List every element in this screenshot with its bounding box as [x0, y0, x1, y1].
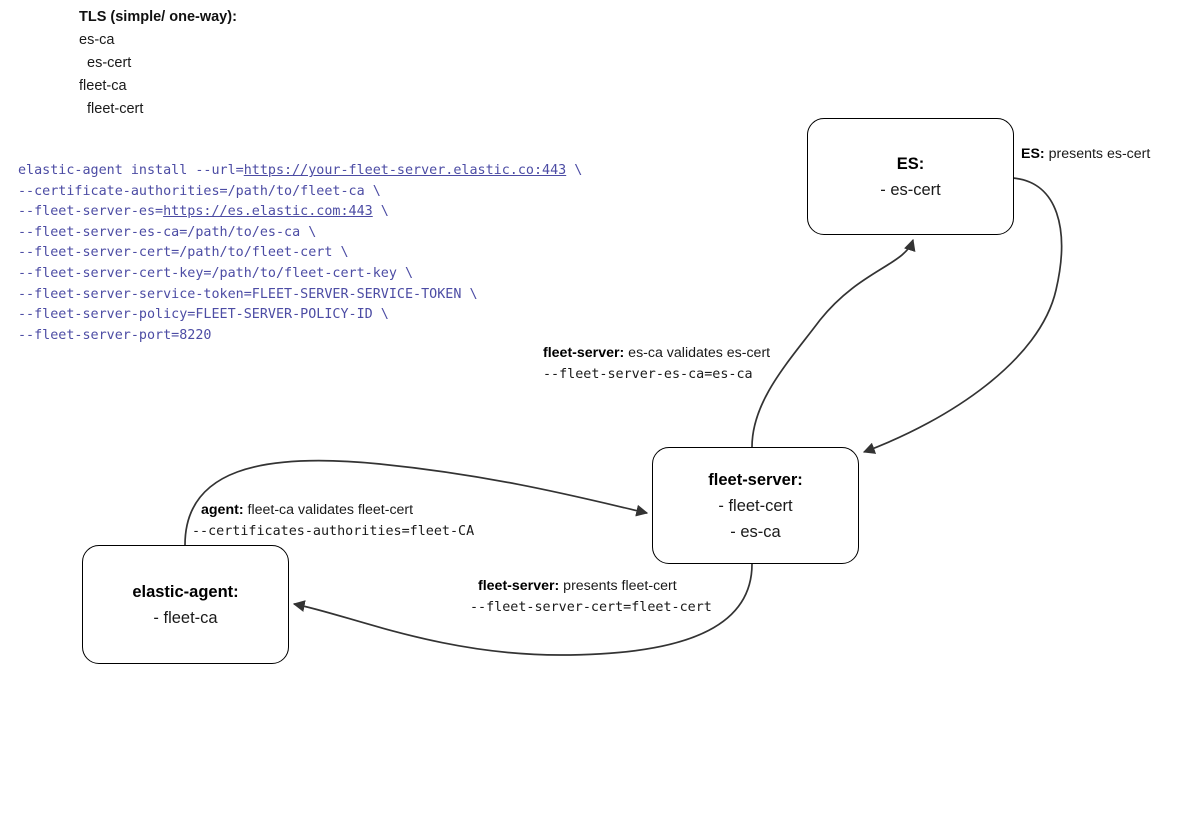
legend-title: TLS (simple/ one-way): — [79, 9, 237, 25]
command-line-4: --fleet-server-cert=/path/to/fleet-cert … — [18, 243, 582, 264]
edge-label-agent-validates-bold: agent: — [201, 502, 244, 518]
command-line-1: --certificate-authorities=/path/to/fleet… — [18, 182, 582, 203]
command-text: \ — [566, 163, 583, 178]
command-line-7: --fleet-server-policy=FLEET-SERVER-POLIC… — [18, 305, 582, 326]
node-es-cert: - es-cert — [880, 180, 941, 199]
edge-label-fs-presents-flag: --fleet-server-cert=fleet-cert — [470, 600, 712, 615]
node-fleet-server-cert: - fleet-cert — [718, 496, 793, 515]
edge-fleet-server-to-es — [751, 238, 916, 448]
edge-label-agent-validates-flag: --certificates-authorities=fleet-CA — [192, 524, 475, 539]
node-elastic-agent-title: elastic-agent: — [132, 582, 239, 601]
command-text: --fleet-server-es-ca=/path/to/es-ca \ — [18, 224, 317, 240]
command-text: --fleet-server-policy=FLEET-SERVER-POLIC… — [18, 307, 389, 323]
command-line-6: --fleet-server-service-token=FLEET-SERVE… — [18, 285, 582, 306]
node-es[interactable]: ES: - es-cert — [807, 118, 1014, 235]
edge-label-fleet-server-validates: fleet-server: es-ca validates es-cert --… — [543, 343, 770, 385]
node-elastic-agent-fleet-ca: - fleet-ca — [153, 608, 218, 627]
edge-label-fs-validates-rest: es-ca validates es-cert — [624, 345, 771, 361]
edge-label-fs-presents-rest: presents fleet-cert — [559, 578, 677, 594]
command-line-3: --fleet-server-es-ca=/path/to/es-ca \ — [18, 223, 582, 244]
command-text: --fleet-server-es= — [18, 204, 164, 220]
edge-label-fs-validates-bold: fleet-server: — [543, 345, 625, 361]
command-text: --fleet-server-cert-key=/path/to/fleet-c… — [18, 265, 414, 281]
command-line-8: --fleet-server-port=8220 — [18, 326, 582, 347]
edge-elastic-agent-to-fleet-server — [184, 459, 649, 546]
edge-es-to-fleet-server — [862, 177, 1063, 454]
edge-label-agent-validates: agent: fleet-ca validates fleet-cert --c… — [192, 500, 474, 542]
command-text: --fleet-server-cert=/path/to/fleet-cert … — [18, 245, 349, 261]
edge-label-fs-validates-flag: --fleet-server-es-ca=es-ca — [543, 367, 753, 382]
tls-legend: TLS (simple/ one-way): es-ca es-cert fle… — [79, 6, 237, 121]
legend-item-es-cert: es-cert — [87, 55, 132, 71]
legend-item-fleet-ca: fleet-ca — [79, 78, 127, 94]
node-elastic-agent[interactable]: elastic-agent: - fleet-ca — [82, 545, 289, 664]
command-line-2: --fleet-server-es=https://es.elastic.com… — [18, 202, 582, 223]
command-line-5: --fleet-server-cert-key=/path/to/fleet-c… — [18, 264, 582, 285]
command-text: --certificate-authorities=/path/to/fleet… — [18, 183, 381, 199]
node-fleet-server-title: fleet-server: — [708, 470, 803, 489]
node-fleet-server-es-ca: - es-ca — [730, 522, 781, 541]
install-command-block: elastic-agent install --url=https://your… — [18, 161, 582, 346]
command-url[interactable]: https://your-fleet-server.elastic.co:443 — [243, 163, 567, 178]
command-text: elastic-agent install --url= — [18, 163, 244, 178]
edge-label-fleet-server-presents: fleet-server: presents fleet-cert --flee… — [470, 576, 712, 618]
edge-label-es-presents-rest: presents es-cert — [1044, 146, 1151, 162]
edge-label-es-presents: ES: presents es-cert — [1021, 144, 1150, 165]
edge-fleet-server-to-elastic-agent — [292, 563, 753, 656]
edge-label-agent-validates-rest: fleet-ca validates fleet-cert — [243, 502, 414, 518]
command-url[interactable]: https://es.elastic.com:443 — [163, 204, 373, 220]
edge-label-es-presents-bold: ES: — [1021, 146, 1045, 162]
command-text: --fleet-server-service-token=FLEET-SERVE… — [18, 286, 478, 302]
node-es-title: ES: — [896, 154, 925, 173]
node-fleet-server[interactable]: fleet-server: - fleet-cert - es-ca — [652, 447, 859, 564]
edge-label-fs-presents-bold: fleet-server: — [478, 578, 560, 594]
command-line-0: elastic-agent install --url=https://your… — [18, 161, 582, 182]
command-text: --fleet-server-port=8220 — [18, 327, 212, 343]
legend-item-fleet-cert: fleet-cert — [87, 101, 144, 117]
legend-item-es-ca: es-ca — [79, 32, 115, 48]
command-text: \ — [372, 204, 389, 220]
